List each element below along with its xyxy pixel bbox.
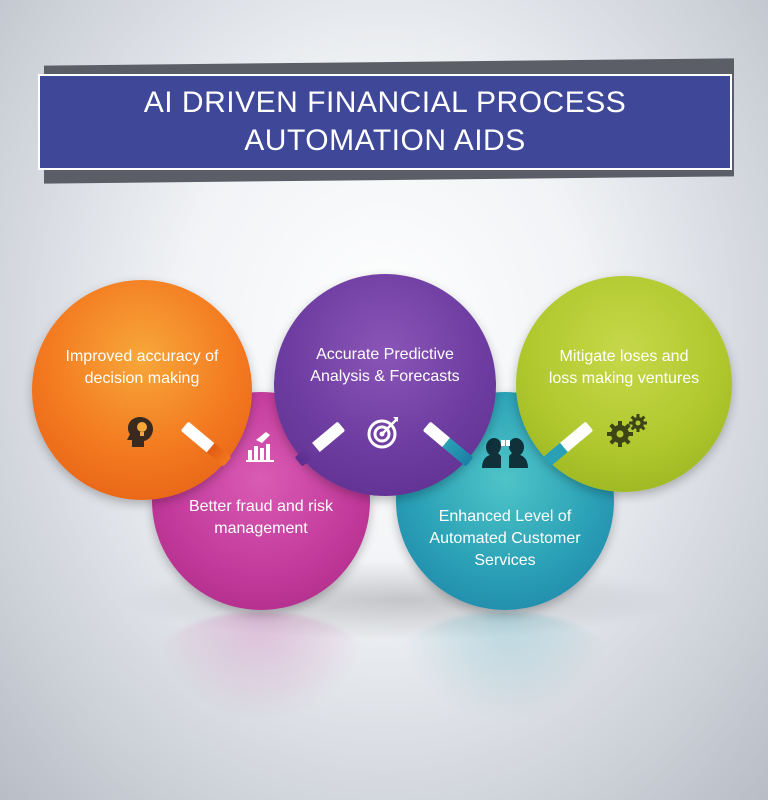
circle-label: Enhanced Level of Automated Customer Ser… (396, 506, 614, 572)
gears-icon (606, 412, 650, 448)
circle-label: Mitigate loses and loss making ventures (516, 346, 732, 390)
title-banner: AI DRIVEN FINANCIAL PROCESS AUTOMATION A… (38, 74, 732, 170)
label-line: Improved accuracy of (65, 348, 219, 365)
hand-bar-chart-icon (242, 428, 278, 464)
title-line-2: AUTOMATION AIDS (244, 124, 526, 157)
label-line: decision making (84, 370, 200, 387)
label-line: management (214, 520, 308, 537)
label-line: loss making ventures (548, 370, 700, 387)
title-line-1: AI DRIVEN FINANCIAL PROCESS (143, 86, 627, 119)
people-connect-icon (480, 434, 530, 470)
label-line: Automated Customer (429, 530, 581, 547)
label-line: Enhanced Level of (438, 508, 572, 525)
reflection-pink (152, 612, 370, 722)
label-line: Mitigate loses and (559, 348, 689, 365)
label-line: Analysis & Forecasts (310, 368, 460, 385)
circle-decision-making: Improved accuracy of decision making (32, 280, 252, 500)
brain-lightbulb-icon (122, 414, 158, 450)
label-line: Better fraud and risk (188, 498, 334, 515)
circle-label: Better fraud and risk management (152, 496, 370, 540)
circle-label: Improved accuracy of decision making (32, 346, 252, 390)
label-line: Accurate Predictive (316, 346, 454, 363)
target-icon (366, 414, 402, 450)
label-line: Services (474, 552, 536, 569)
reflection-teal (396, 612, 614, 722)
circle-label: Accurate Predictive Analysis & Forecasts (274, 344, 496, 388)
